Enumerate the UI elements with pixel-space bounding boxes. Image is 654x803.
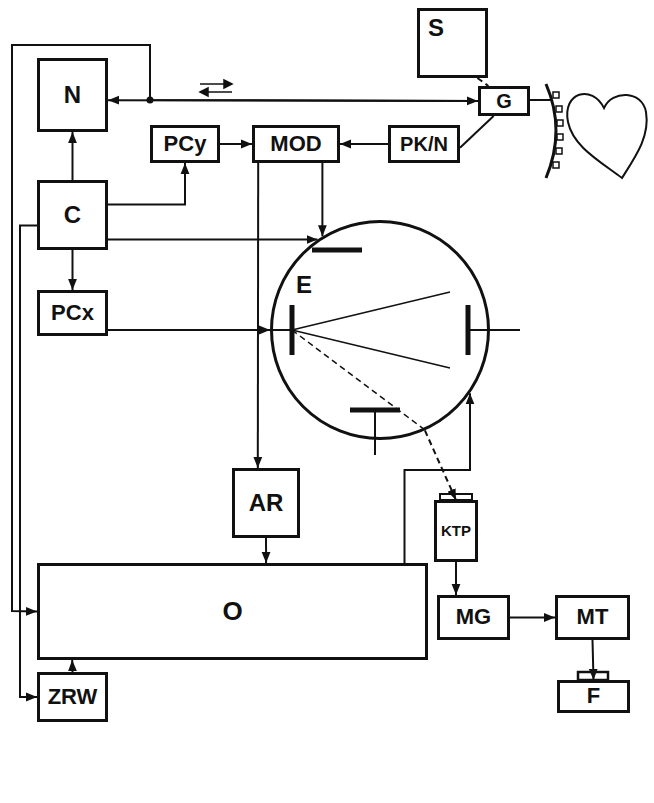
block-box: PCx — [37, 290, 108, 336]
signal-connector — [425, 430, 456, 500]
signal-connector — [257, 163, 259, 468]
block-label: MOD — [270, 132, 321, 156]
block-label: KTP — [441, 523, 471, 540]
signal-connector — [108, 163, 185, 205]
signal-connector — [220, 143, 252, 145]
block-box: MOD — [252, 125, 340, 163]
block-box: MT — [555, 595, 630, 640]
signal-connector — [72, 132, 74, 180]
block-box: PCy — [150, 125, 220, 163]
block-label: MG — [456, 605, 491, 629]
film-box: F — [557, 680, 630, 713]
block-label: MT — [577, 605, 609, 629]
block-label: C — [64, 202, 81, 228]
signal-connector — [460, 116, 494, 148]
block-label: G — [496, 90, 512, 112]
electrode-lead — [530, 99, 552, 101]
signal-connector — [108, 239, 318, 241]
heart-outline — [567, 94, 646, 178]
block-label: S — [428, 15, 444, 41]
signal-connector — [20, 226, 37, 698]
electrodes — [553, 92, 563, 168]
switch-box: S — [417, 8, 488, 78]
block-box: MG — [437, 595, 510, 640]
block-box: C — [37, 180, 108, 250]
electrode-box: G — [478, 86, 530, 116]
signal-connector — [321, 163, 323, 236]
signal-connector — [477, 78, 488, 86]
block-box: O — [37, 563, 428, 660]
signal-connector — [265, 538, 267, 563]
block-label: E — [296, 272, 312, 298]
block-label: N — [64, 82, 81, 108]
block-box: PK/N — [388, 125, 460, 163]
block-label: PCy — [164, 132, 207, 156]
signal-connector — [455, 562, 457, 595]
crt-outline — [270, 220, 490, 440]
signal-connector — [340, 143, 388, 145]
camera-tube: KTP — [434, 500, 478, 562]
block-label: PK/N — [400, 133, 448, 155]
block-label: O — [222, 597, 242, 626]
block-label: PCx — [51, 301, 94, 325]
signal-connector — [71, 660, 73, 672]
block-box: ZRW — [37, 672, 108, 722]
signal-connector — [510, 617, 555, 619]
signal-connector — [593, 640, 594, 680]
block-label: ZRW — [48, 685, 98, 709]
block-box: N — [37, 58, 108, 132]
block-box: AR — [232, 468, 300, 538]
block-label: AR — [249, 490, 284, 516]
signal-connector — [108, 329, 270, 331]
bidirectional-mark — [200, 80, 232, 96]
crt-tube: E — [270, 220, 490, 440]
block-label: F — [587, 684, 600, 708]
signal-connector — [72, 250, 74, 290]
